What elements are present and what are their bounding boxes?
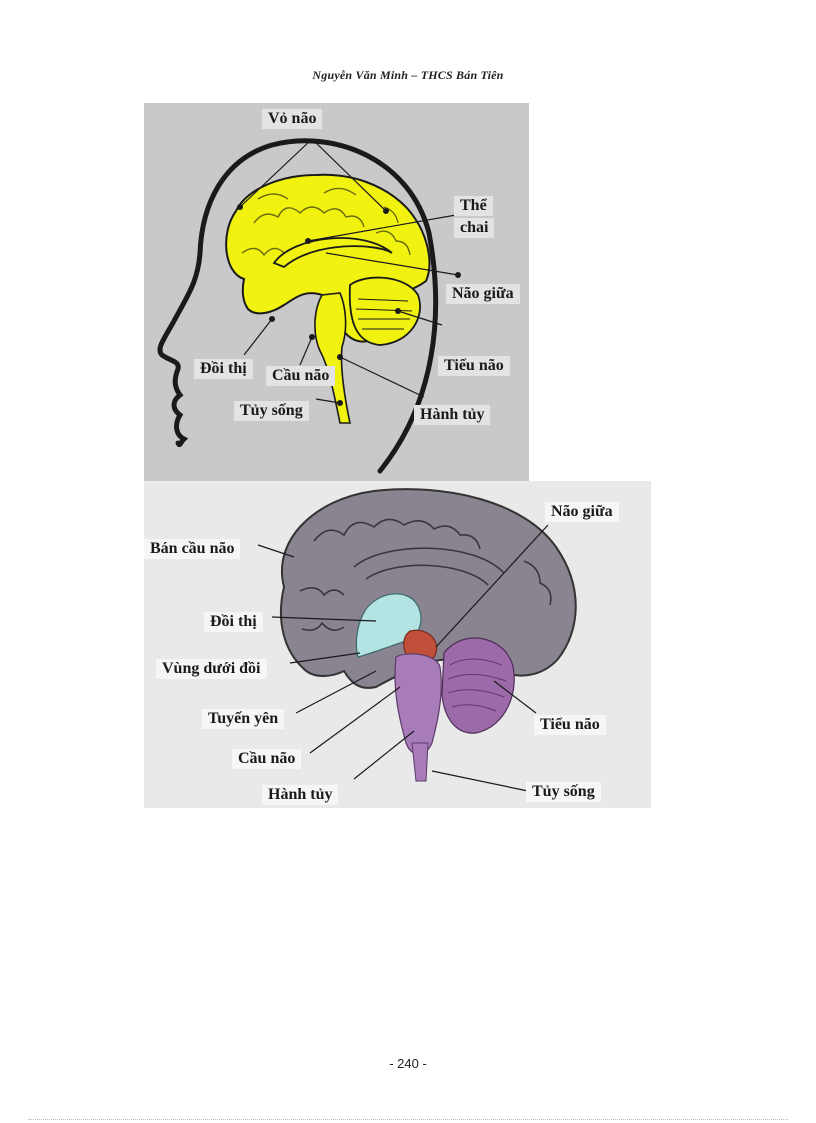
cerebellum <box>348 276 421 346</box>
head-outline <box>157 138 439 474</box>
corpus-callosum <box>272 237 393 269</box>
label-medulla-2: Hành tủy <box>262 785 339 805</box>
brainstem-shape <box>394 653 442 755</box>
label-cerebellum-2: Tiểu não <box>534 715 606 735</box>
label-hemisphere: Bán cầu não <box>144 539 241 559</box>
label-spinal-cord-2: Tủy sống <box>526 782 601 802</box>
label-midbrain-1: Não giữa <box>446 284 520 304</box>
label-midbrain-2: Não giữa <box>545 502 619 522</box>
label-thalamus-2: Đồi thị <box>204 612 263 632</box>
spinal-cord-shape <box>411 742 429 782</box>
label-thalamus-1: Đồi thị <box>194 359 253 379</box>
brain-section-illustration <box>257 488 577 792</box>
label-medulla-1: Hành tủy <box>414 405 491 425</box>
label-cerebellum-1: Tiểu não <box>438 356 510 376</box>
label-spinal-cord-1: Tủy sống <box>234 401 309 421</box>
label-cortex: Vỏ não <box>262 109 323 129</box>
label-pons-1: Cầu não <box>266 366 336 386</box>
cerebellum-shape <box>441 637 515 734</box>
footer-rule <box>28 1119 788 1120</box>
label-hypothalamus: Vùng dưới đồi <box>156 659 267 679</box>
label-corpus-callosum-1: Thể <box>454 196 493 216</box>
brain-diagram-head: Vỏ não Thể chai Não giữa Đồi thị Cầu não… <box>144 103 529 481</box>
page-number: - 240 - <box>389 1056 427 1071</box>
label-pituitary: Tuyến yên <box>202 709 285 729</box>
page-header: Nguyễn Văn Minh – THCS Bán Tiên <box>312 68 504 82</box>
head-illustration <box>157 138 461 474</box>
brain-diagram-section: Não giữa Bán cầu não Đồi thị Vùng dưới đ… <box>144 481 651 808</box>
hemisphere-gyri <box>299 518 552 631</box>
label-corpus-callosum-2: chai <box>454 218 495 238</box>
brain-gyri <box>241 187 411 257</box>
brainstem <box>314 292 351 424</box>
label-pons-2: Cầu não <box>232 749 302 769</box>
